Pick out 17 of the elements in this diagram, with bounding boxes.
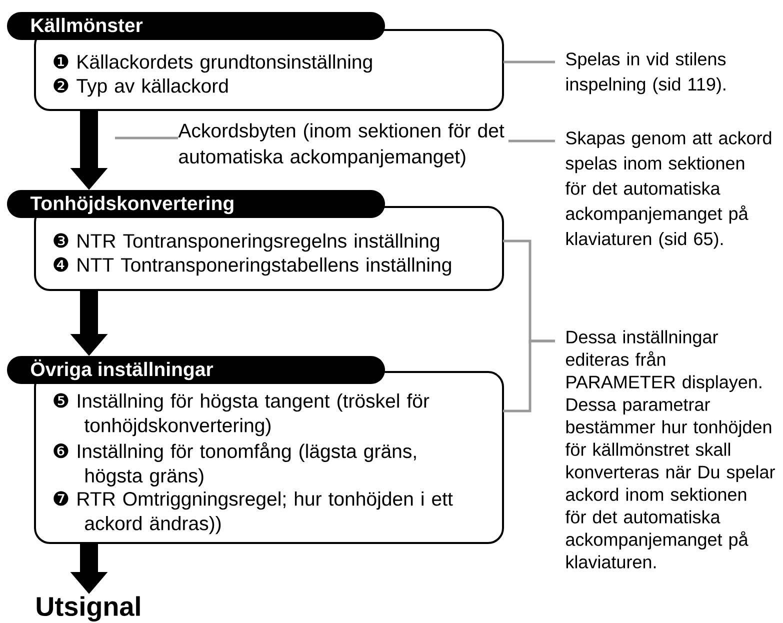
list-item: ❹ NTT Tontransponeringstabellens inställning [54,257,451,276]
note-text: Ackordsbyten (inom sektionen för det automatiska ackompanjemanget) [178,123,504,168]
note-text: Dessa inställningar editeras från PARAMETER displayen. Dessa parametrar bestämmer hur tonhöjden för källmönstret skall konverteras när Du spelar ackord inom sektionen för det automatiska ackompanjemanget på klaviaturen. [565,330,775,568]
list-item: ❸ NTR Tontransponeringsregelns inställning [54,233,440,252]
list-item: ❷ Typ av källackord [54,78,228,97]
list-item: ❻ Inställning för tonomfång (lägsta gräns, högsta gräns) [54,442,416,486]
note-text: Skapas genom att ackord spelas inom sektionen för det automatiska ackompanjemanget på klaviaturen (sid 65). [565,131,772,249]
list-item: ❺ Inställning för högsta tangent (tröskel för tonhöjdskonvertering) [54,393,430,436]
leader-line [503,60,555,64]
list-item: ❶ Källackordets grundtonsinställning [54,54,372,73]
note-text: Spelas in vid stilens inspelning (sid 119). [566,52,726,94]
leader-line [508,140,555,142]
section-heading: Källmönster [7,12,385,40]
leader-line [115,136,178,140]
list-item: ❼ RTR Omtriggningsregel; hur tonhöjden i ett ackord ändras)) [54,491,453,534]
output-label: Utsignal [36,596,140,622]
leader-line [503,340,555,412]
